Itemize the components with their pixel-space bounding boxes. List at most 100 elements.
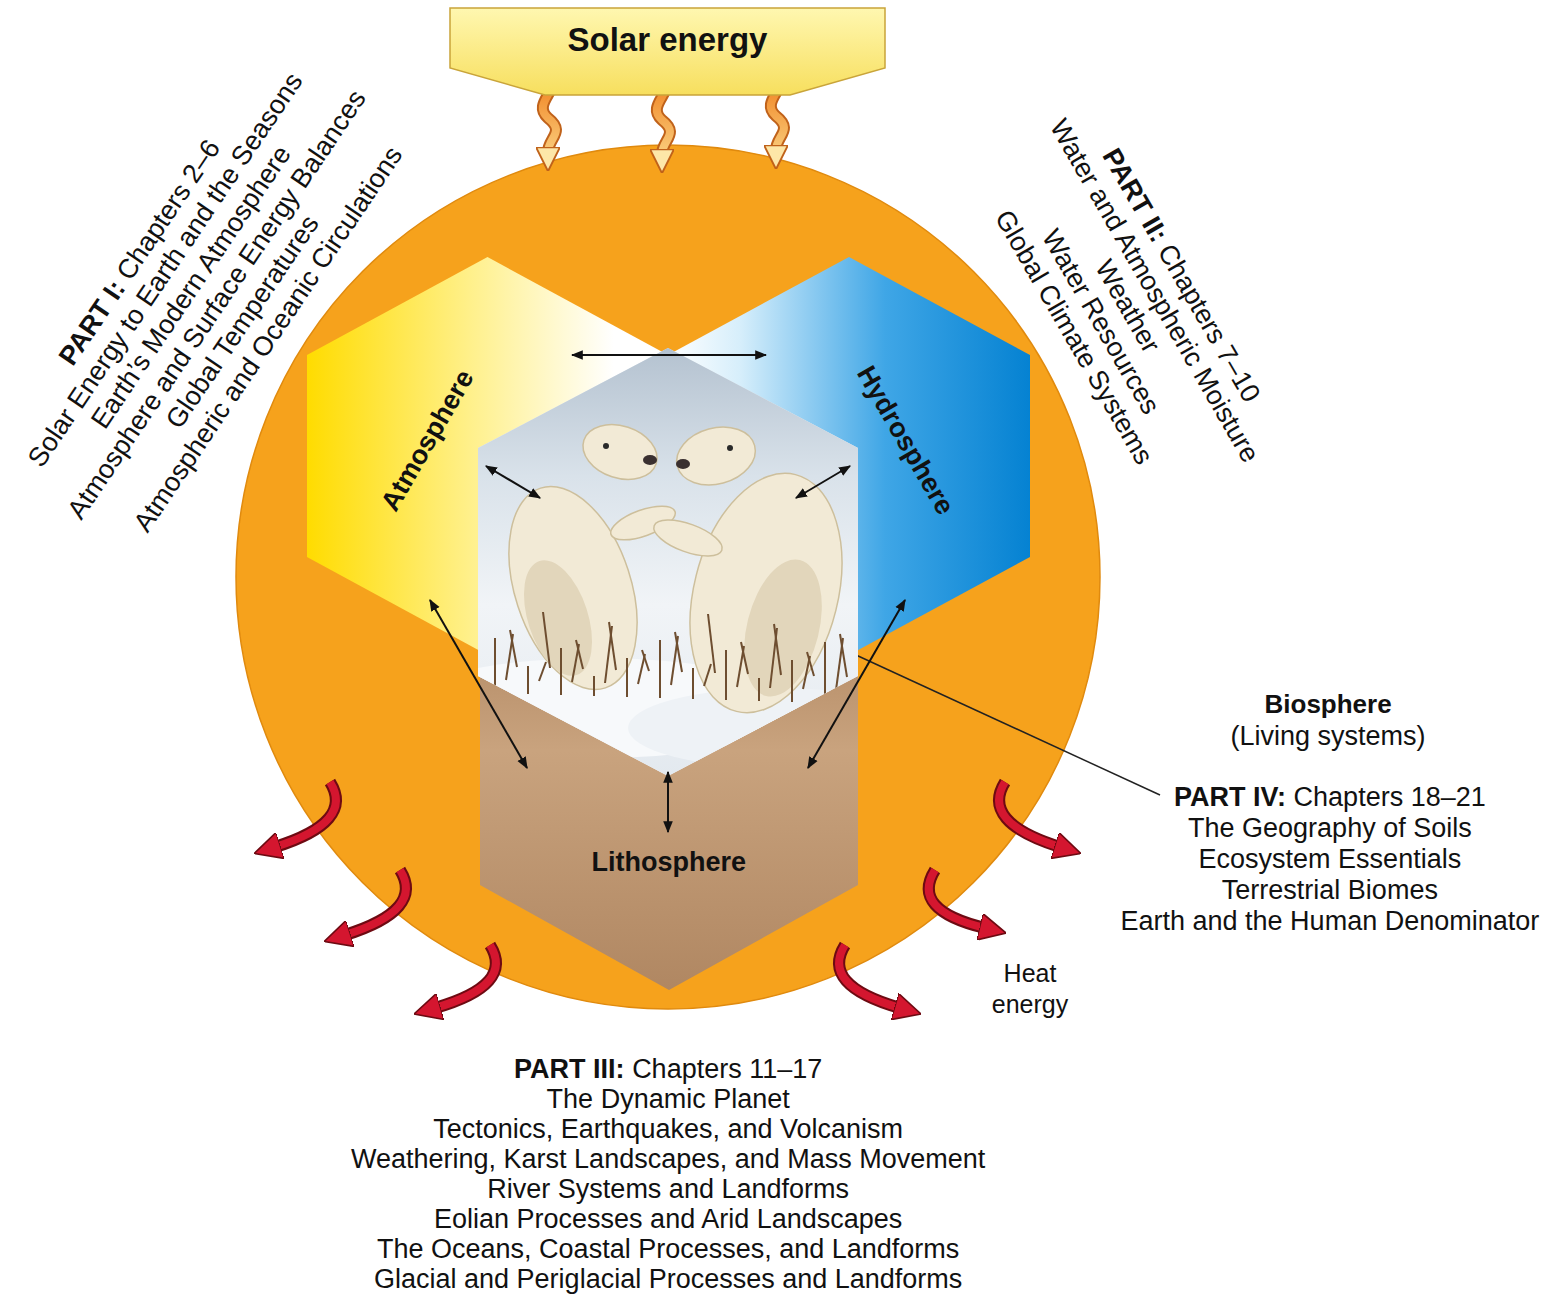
polar-bear-shape (511, 552, 605, 685)
sphere-label: Atmosphere (375, 364, 481, 516)
polar-bear-shape (576, 416, 664, 489)
chapter-title: Eolian Processes and Arid Landscapes (434, 1204, 902, 1234)
shrub-twig (725, 650, 727, 700)
caption-line: River Systems and Landforms (487, 1174, 849, 1204)
caption-line: Heat energy (982, 958, 1078, 1020)
caption-line: Earth and the Human Denominator (1121, 906, 1540, 937)
shrub-twig (675, 632, 682, 672)
earth-system-circle (236, 145, 1100, 1009)
chapter-title: Chapters 11–17 (632, 1054, 822, 1084)
shrub-twig (642, 650, 649, 671)
shrub-twig (807, 652, 814, 676)
shrub-twig (704, 664, 711, 686)
part-three-caption: PART III:Chapters 11–17The Dynamic Plane… (351, 1054, 985, 1294)
chapter-title: Tectonics, Earthquakes, and Volcanism (433, 1114, 903, 1144)
chapter-title: Ecosystem Essentials (1199, 844, 1462, 875)
sphere-subtitle: (Living systems) (1231, 721, 1426, 752)
heat-arrow-outline (839, 945, 900, 1008)
chapter-title: The Oceans, Coastal Processes, and Landf… (377, 1234, 959, 1264)
shrub-twig (576, 640, 583, 669)
lithosphere-hexagon-fill (480, 555, 858, 990)
chapter-title: Earth and the Human Denominator (1121, 906, 1540, 937)
polar-bear-shape (643, 455, 657, 465)
atmosphere-hexagon-outline (307, 257, 668, 655)
shrub-twig (692, 668, 694, 699)
shrub-twig (708, 614, 715, 673)
polar-bear-shape (485, 470, 660, 706)
caption-line: Eolian Processes and Arid Landscapes (434, 1204, 902, 1234)
caption-line: Glacial and Periglacial Processes and La… (374, 1264, 962, 1294)
part-heading: PART IV: (1174, 782, 1286, 813)
sphere-label: Biosphere (1265, 690, 1392, 720)
polar-bear-shape (603, 443, 609, 449)
hydrosphere-hexagon: Hydrosphere (668, 257, 1030, 655)
shrub-twig (527, 666, 529, 694)
shrub-twig (510, 630, 517, 667)
polar-bear-shape (676, 459, 690, 469)
heat-arrow (345, 870, 406, 935)
chapter-title: Chapters 18–21 (1294, 782, 1486, 813)
sphere-label: Hydrosphere (850, 360, 960, 520)
shrub-twig (840, 634, 847, 677)
chapter-title: The Geography of Soils (1188, 813, 1472, 844)
chapter-title: River Systems and Landforms (487, 1174, 849, 1204)
heat-arrow-outline (275, 782, 336, 847)
polar-bear-shape (649, 513, 726, 564)
chapter-title: Weathering, Karst Landscapes, and Mass M… (351, 1144, 985, 1174)
heat-arrow-outline (999, 782, 1060, 847)
heat-energy-label: Heat energy (982, 958, 1078, 1020)
shrub-twig (758, 678, 760, 701)
part-heading: PART III: (514, 1054, 625, 1084)
shrub-twig (741, 642, 748, 674)
lithosphere-hexagon: Lithosphere (480, 555, 858, 990)
caption-line: The Dynamic Planet (547, 1084, 790, 1114)
biosphere-hexagon: Biosphere(Living systems) (478, 348, 858, 776)
chapter-title: Terrestrial Biomes (1222, 875, 1438, 906)
text-holder: Hydrosphere (850, 360, 960, 520)
caption-line: PART III:Chapters 11–17 (514, 1054, 822, 1084)
caption-line: Ecosystem Essentials (1199, 844, 1462, 875)
biosphere-hexagon-outline (478, 348, 858, 776)
shrub-twig (560, 648, 562, 695)
shrub-twig (593, 676, 595, 696)
shrub-twig (774, 624, 781, 675)
caption-line: The Oceans, Coastal Processes, and Landf… (377, 1234, 959, 1264)
shrub-twig (609, 622, 616, 670)
polar-bear-shape (670, 419, 762, 494)
heat-energy-caption: Heat energy (982, 958, 1078, 1020)
heat-arrow-outline (345, 870, 406, 935)
banner-title: Solar energy (568, 21, 768, 59)
heat-arrow (929, 870, 985, 928)
heat-arrow-outline (929, 870, 985, 928)
text-holder: Biosphere (1265, 690, 1392, 720)
heat-arrow (999, 782, 1060, 847)
heat-arrow-outline (435, 945, 496, 1008)
shrub-twig (659, 640, 661, 698)
chapter-title: Glacial and Periglacial Processes and La… (374, 1264, 962, 1294)
lithosphere-hexagon-outline (480, 555, 858, 990)
text-holder: Solar energy (568, 21, 768, 59)
caption-line: Tectonics, Earthquakes, and Volcanism (433, 1114, 903, 1144)
heat-arrow (275, 782, 336, 847)
polar-bear-shape (727, 445, 733, 451)
solar-energy-banner: Solar energy (450, 8, 885, 103)
sphere-label: Lithosphere (592, 847, 747, 878)
shrub-twig (626, 658, 628, 697)
leader-line (856, 655, 1160, 795)
atmosphere-hexagon: Atmosphere (307, 257, 668, 655)
caption-line: Terrestrial Biomes (1222, 875, 1438, 906)
heat-arrow (839, 945, 900, 1008)
text-holder: (Living systems) (1231, 721, 1426, 752)
text-holder: Atmosphere (375, 364, 481, 516)
chapter-title: The Dynamic Planet (547, 1084, 790, 1114)
solar-energy-banner-fill (450, 8, 885, 95)
polar-bear-shape (731, 551, 835, 704)
part-four-caption: PART IV: Chapters 18–21The Geography of S… (1121, 782, 1540, 937)
caption-line: PART IV: Chapters 18–21 (1174, 782, 1486, 813)
text-holder: Lithosphere (592, 847, 747, 878)
shrub-twig (543, 612, 550, 668)
heat-arrow (435, 945, 496, 1008)
caption-line: The Geography of Soils (1188, 813, 1472, 844)
shrub-twig (791, 660, 793, 702)
